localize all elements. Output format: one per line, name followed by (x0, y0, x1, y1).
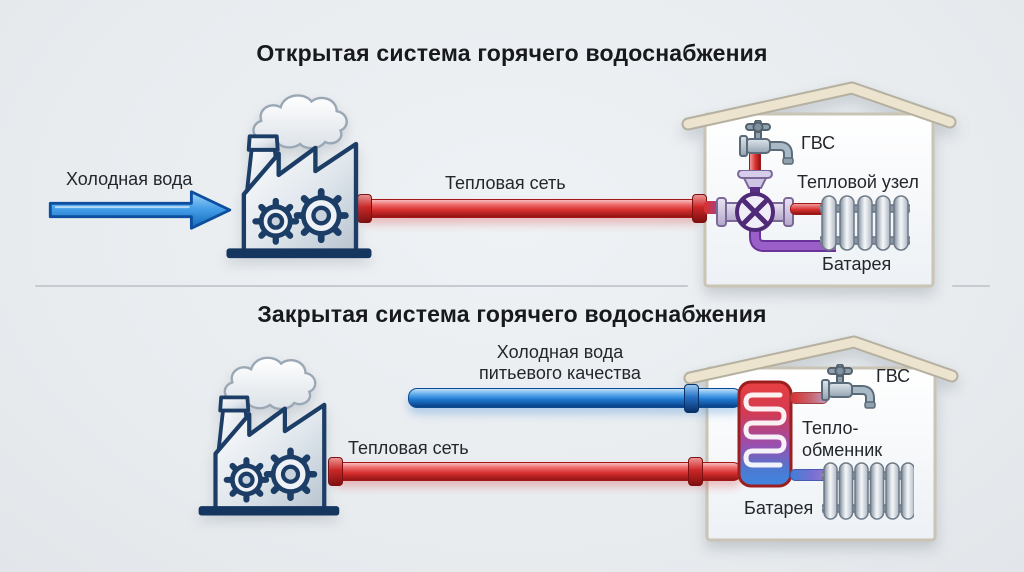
heat-exchanger-label: Тепло- обменник (802, 417, 882, 461)
radiator-icon (822, 462, 914, 520)
return-pipe-elbow (749, 224, 836, 252)
factory-icon (198, 356, 340, 516)
flow-arrow-icon (48, 190, 232, 230)
radiator-icon (820, 195, 910, 251)
faucet-icon (821, 364, 876, 409)
heat-network-pipe (332, 462, 742, 481)
valve-icon (716, 170, 794, 232)
gear-icon (223, 447, 318, 503)
cold-water-label-line2: питьевого качества (479, 363, 641, 383)
heat-network-label: Тепловая сеть (348, 438, 469, 458)
pipe-flange (688, 457, 703, 486)
gvs-label: ГВС (801, 133, 836, 153)
open-system-title: Открытая система горячего водоснабжения (256, 40, 768, 66)
pipe-flange (328, 457, 343, 486)
gvs-label: ГВС (876, 366, 911, 386)
radiator-label: Батарея (744, 498, 814, 518)
closed-system-title: Закрытая система горячего водоснабжения (257, 301, 767, 327)
cold-water-label: Холодная вода (66, 169, 193, 189)
heat-exchanger-icon (737, 380, 793, 488)
gear-icon (252, 187, 349, 245)
section-divider-right (952, 285, 990, 287)
heat-exchanger-label-line2: обменник (802, 440, 883, 460)
pipe-flange (684, 384, 699, 413)
heat-exchanger-label-line1: Тепло- (802, 418, 859, 438)
section-divider-left (35, 285, 688, 287)
heat-node-label: Тепловой узел (797, 172, 919, 192)
heat-network-label: Тепловая сеть (445, 173, 566, 193)
cold-water-label-line1: Холодная вода (496, 342, 624, 362)
radiator-label: Батарея (822, 254, 892, 274)
heat-network-pipe (361, 199, 701, 218)
factory-icon (226, 94, 372, 259)
faucet-icon (739, 120, 794, 165)
cold-water-label: Холодная вода питьевого качества (440, 342, 680, 384)
